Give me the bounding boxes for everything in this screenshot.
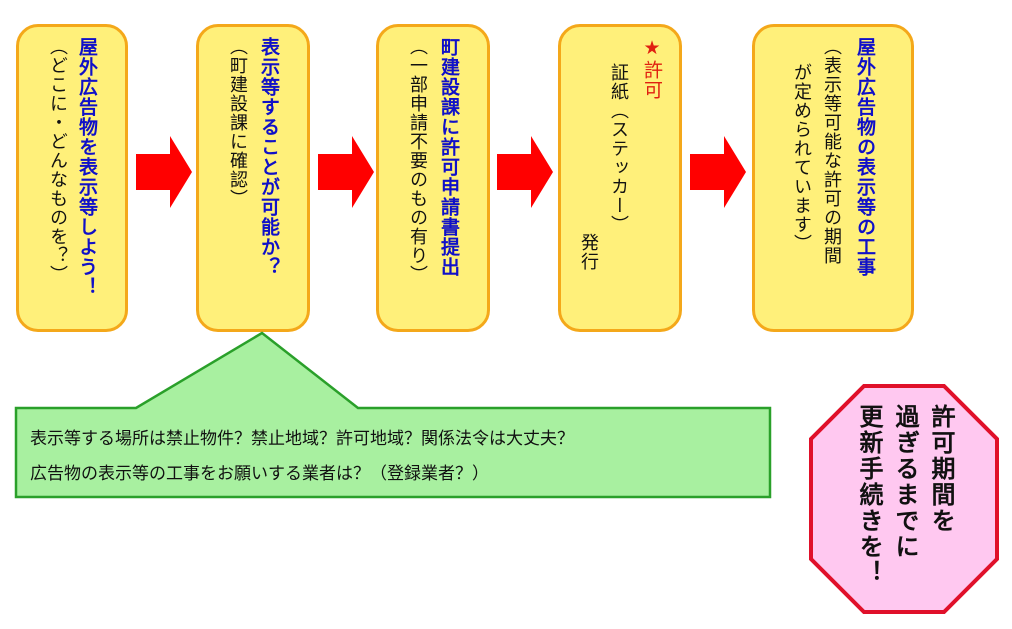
step-4-box: ★許可 証紙（ステッカー） 発行 bbox=[558, 24, 682, 332]
step-3-title: 町建設課に許可申請書提出 bbox=[438, 37, 460, 277]
step-4-note-2: 発行 bbox=[578, 233, 599, 271]
reminder-octagon bbox=[809, 384, 999, 614]
callout-line-2: 広告物の表示等の工事をお願いする業者は？（登録業者？） bbox=[30, 464, 489, 484]
arrow-1 bbox=[136, 136, 192, 208]
step-2-box: 表示等することが可能か？ （町建設課に確認） bbox=[196, 24, 310, 332]
step-5-box: 屋外広告物の表示等の工事 （表示等可能な許可の期間 が定められています） bbox=[752, 24, 914, 332]
step-4-permit: ★許可 bbox=[641, 37, 663, 100]
arrow-2 bbox=[318, 136, 374, 208]
step-2-title: 表示等することが可能か？ bbox=[258, 37, 280, 277]
step-1-title: 屋外広告物を表示等しよう！ bbox=[76, 37, 98, 297]
step-5-note-1: （表示等可能な許可の期間 bbox=[821, 37, 842, 265]
step-2-note: （町建設課に確認） bbox=[227, 37, 248, 208]
reminder-col-2: 過ぎるまでに bbox=[891, 404, 919, 560]
step-4-note-1: 証紙（ステッカー） bbox=[608, 63, 629, 234]
reminder-col-1: 許可期間を bbox=[927, 404, 955, 534]
step-5-title: 屋外広告物の表示等の工事 bbox=[854, 37, 876, 277]
step-1-note: （どこに・どんなものを？） bbox=[47, 37, 68, 284]
arrow-3 bbox=[497, 136, 553, 208]
callout-line-1: 表示等する場所は禁止物件？禁止地域？許可地域？関係法令は大丈夫？ bbox=[30, 429, 574, 449]
step-3-box: 町建設課に許可申請書提出 （一部申請不要のもの有り） bbox=[376, 24, 490, 332]
arrow-4 bbox=[690, 136, 746, 208]
step-5-note-2: が定められています） bbox=[791, 63, 812, 253]
step-1-box: 屋外広告物を表示等しよう！ （どこに・どんなものを？） bbox=[16, 24, 128, 332]
step-3-note: （一部申請不要のもの有り） bbox=[407, 37, 428, 284]
reminder-col-3: 更新手続きを！ bbox=[855, 404, 883, 586]
